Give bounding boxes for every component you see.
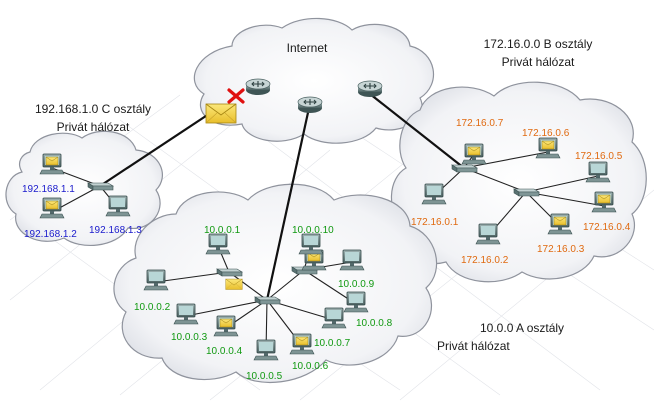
ip-labels-class-a: 10.0.0.1 10.0.0.2 10.0.0.3 10.0.0.4 10.0… [134, 225, 393, 382]
ip-label: 172.16.0.7 [456, 118, 504, 129]
blocked-x-icon [227, 88, 245, 104]
switch-network-a-center [254, 296, 281, 305]
ip-label: 10.0.0.7 [314, 338, 351, 349]
label-network-b-title: 172.16.0.0 B osztály [484, 37, 593, 51]
label-network-c-title: 192.168.1.0 C osztály [35, 102, 151, 116]
switch-network-b-lower [513, 188, 540, 197]
pc-10-0-0-9 [339, 249, 365, 271]
label-network-a-subtitle: Privát hálózat [437, 339, 510, 353]
ip-label: 172.16.0.4 [583, 222, 631, 233]
pc-172-16-0-1 [421, 183, 447, 205]
link-c-internet [99, 107, 219, 187]
envelope-icon-network-a [225, 278, 243, 290]
router-internet-center [297, 96, 323, 114]
pc-10-0-0-10-upper [298, 233, 324, 255]
envelope-icon [205, 103, 237, 124]
pc-10-0-0-2 [143, 269, 169, 291]
pc-172-16-0-6 [536, 138, 560, 158]
switch-network-a-left [216, 268, 243, 277]
pc-10-0-0-4 [214, 316, 238, 336]
pc-10-0-0-8 [343, 291, 369, 313]
label-network-b-subtitle: Privát hálózat [502, 55, 575, 69]
pc-10-0-0-3 [173, 303, 199, 325]
ip-label: 172.16.0.1 [411, 217, 459, 228]
ip-label: 10.0.0.8 [356, 318, 393, 329]
pc-10-0-0-6 [290, 334, 314, 354]
ip-label: 10.0.0.2 [134, 302, 171, 313]
ip-label: 192.168.1.1 [22, 184, 75, 195]
ip-label: 172.16.0.3 [537, 244, 585, 255]
switch-network-c [87, 182, 114, 191]
router-internet-left [245, 78, 271, 96]
ip-label: 10.0.0.6 [292, 361, 329, 372]
ip-label: 172.16.0.6 [522, 128, 570, 139]
link-a-internet [265, 107, 311, 301]
cloud-network-a [113, 183, 438, 384]
ip-label: 192.168.1.3 [89, 225, 142, 236]
pc-192-168-1-1 [40, 154, 64, 174]
ip-label: 192.168.1.2 [24, 229, 77, 240]
ip-label: 10.0.0.5 [246, 371, 283, 382]
link-b-internet [369, 93, 465, 169]
ip-labels-class-b: 172.16.0.7 172.16.0.6 172.16.0.5 172.16.… [411, 118, 631, 266]
network-links [51, 93, 605, 353]
pc-172-16-0-3 [548, 214, 572, 234]
pc-172-16-0-7 [462, 144, 486, 164]
ip-label: 10.0.0.9 [338, 279, 375, 290]
ip-label: 10.0.0.1 [204, 225, 241, 236]
ip-label: 10.0.0.10 [292, 225, 334, 236]
switch-network-b-upper [451, 164, 478, 173]
pc-172-16-0-4 [592, 192, 616, 212]
ip-label: 10.0.0.3 [171, 332, 208, 343]
pc-192-168-1-2 [40, 198, 64, 218]
ip-label: 172.16.0.2 [461, 255, 509, 266]
pc-10-0-0-7 [321, 307, 347, 329]
pc-10-0-0-5 [253, 339, 279, 361]
pc-10-0-0-1 [205, 233, 231, 255]
label-internet: Internet [287, 41, 328, 55]
pc-172-16-0-5 [585, 161, 611, 183]
label-network-a-title: 10.0.0 A osztály [480, 321, 564, 335]
router-internet-right [357, 80, 383, 98]
pc-192-168-1-3 [105, 195, 131, 217]
ip-label: 172.16.0.5 [575, 151, 623, 162]
ip-labels-class-c: 192.168.1.1 192.168.1.2 192.168.1.3 [22, 184, 142, 240]
ip-label: 10.0.0.4 [206, 346, 243, 357]
pc-172-16-0-2 [475, 223, 501, 245]
label-network-c-subtitle: Privát hálózat [57, 120, 130, 134]
cloud-internet [193, 17, 435, 144]
